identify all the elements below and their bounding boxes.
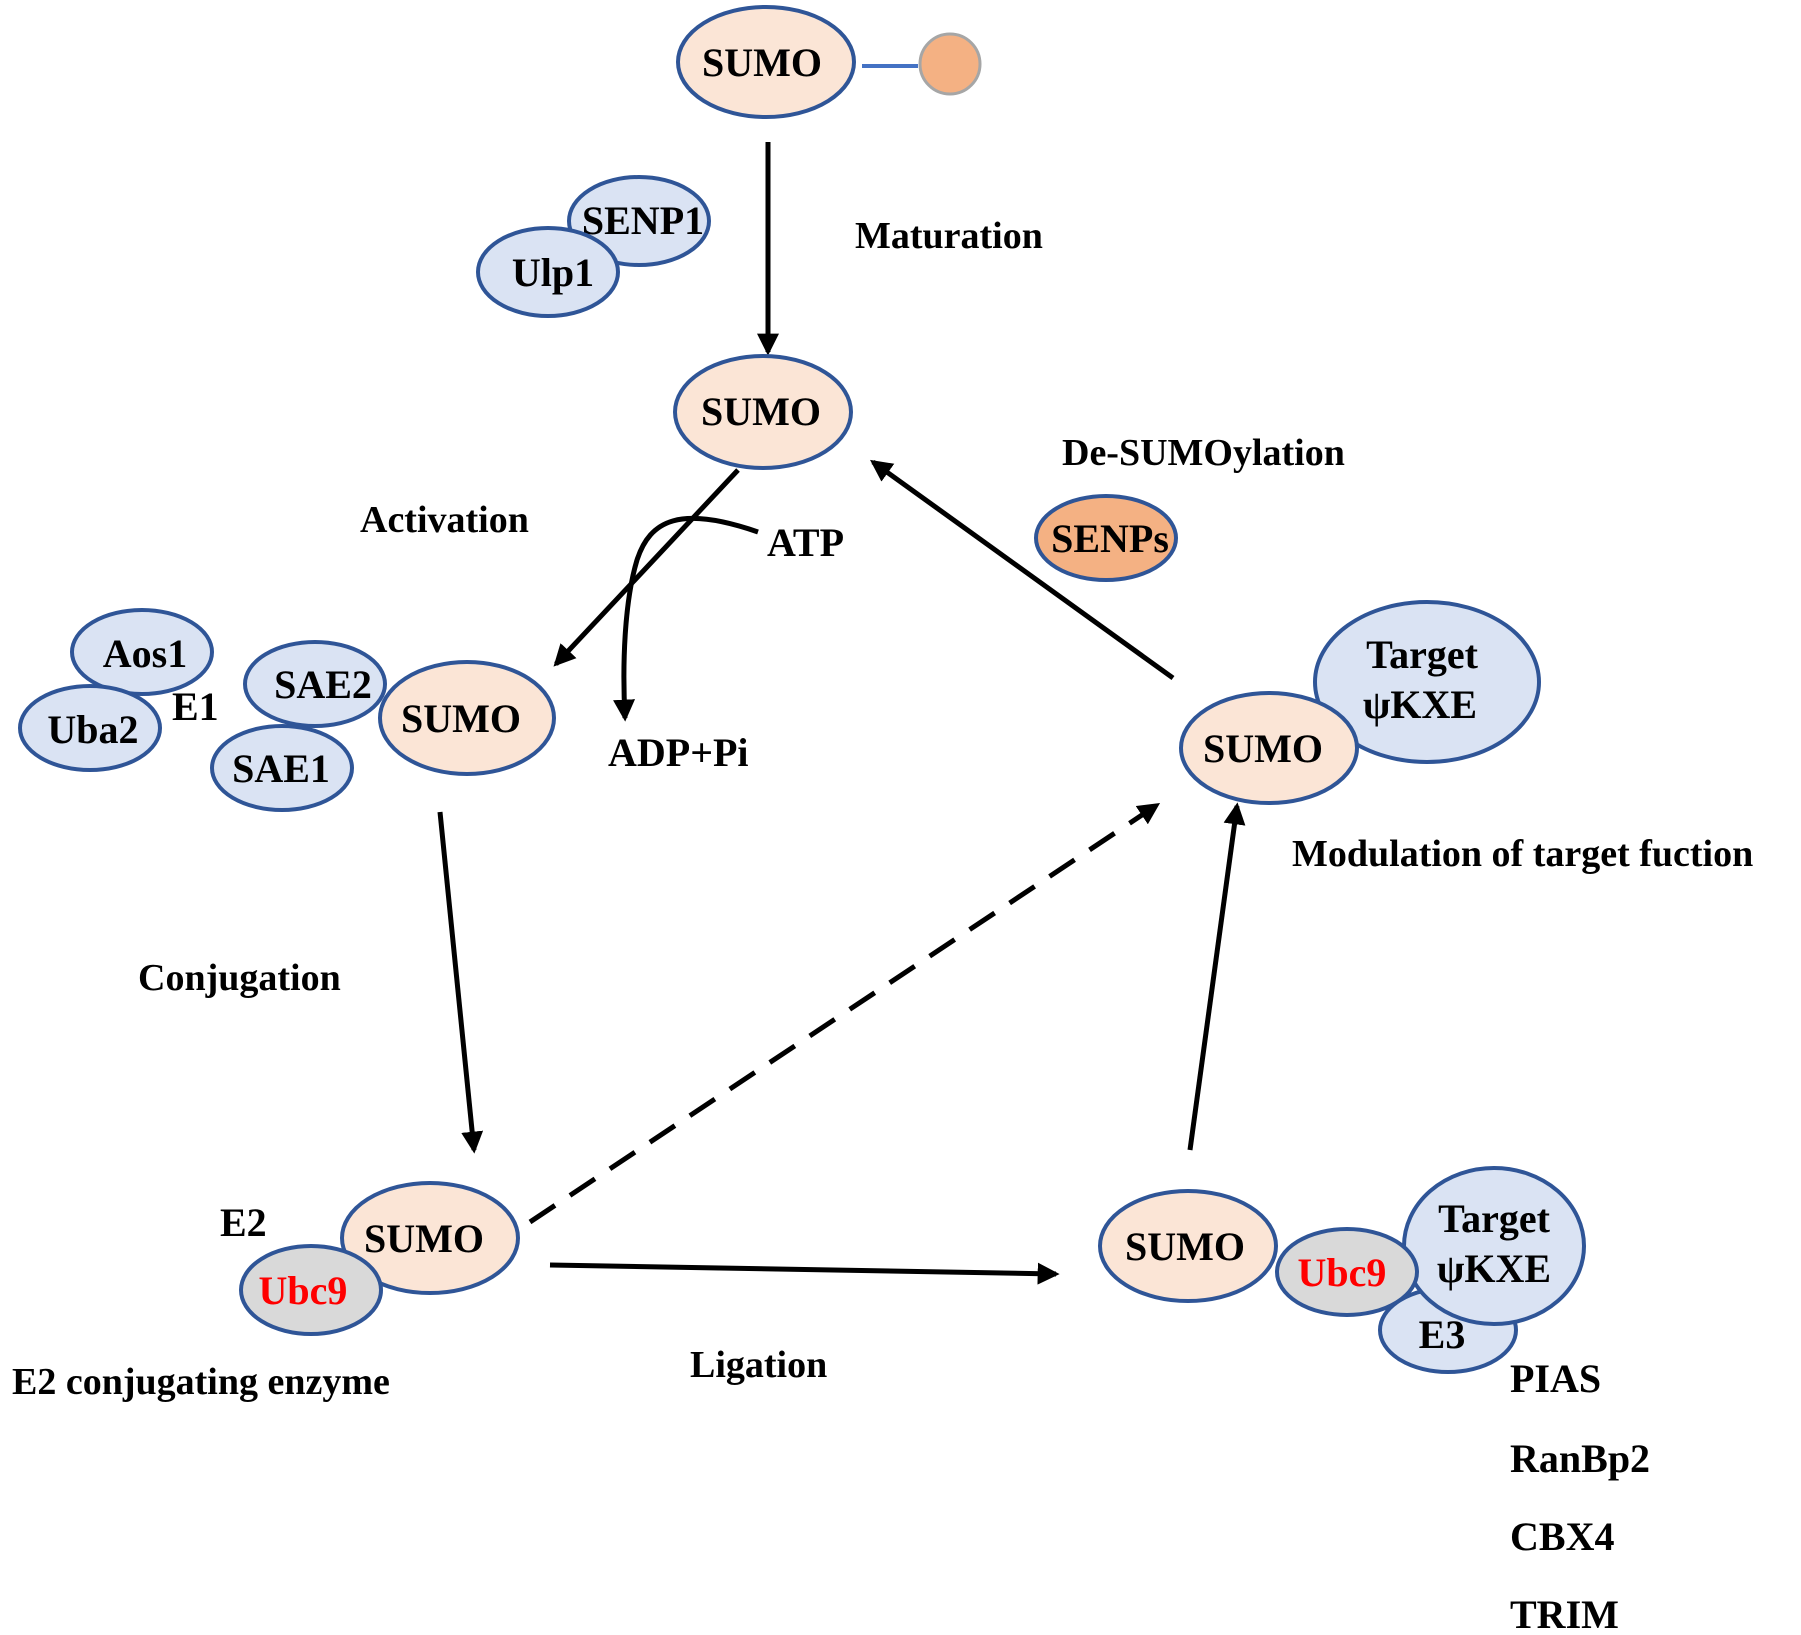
conjugation-label: Conjugation [138, 957, 341, 999]
aos1-ellipse [70, 608, 214, 696]
e2-label: E2 [220, 1200, 267, 1245]
sumo-target-conjugate: Target ψKXE SUMO [1179, 600, 1541, 805]
sumo-target-label: SUMO [1203, 726, 1323, 771]
ubc9-ligation-label: Ubc9 [1298, 1250, 1387, 1295]
target-top-label-2: ψKXE [1363, 682, 1477, 727]
maturation-label: Maturation [855, 215, 1043, 257]
conjugation-arrow [437, 811, 484, 1154]
sumo-precursor-ellipse [676, 5, 856, 119]
sumo-target-ellipse [1179, 691, 1359, 805]
adp-pi-label: ADP+Pi [608, 730, 749, 775]
ubc9-ligation-ellipse [1275, 1227, 1419, 1317]
ligation-label: Ligation [690, 1344, 827, 1386]
e3-ligase-item: TRIM [1510, 1592, 1619, 1635]
sae2-ellipse [243, 640, 387, 728]
sumo-e1-label: SUMO [401, 696, 521, 741]
e1-complex: Aos1 Uba2 E1 SAE2 SAE1 SUMO [18, 608, 556, 812]
direct-transfer-dashed-arrow [528, 802, 1161, 1225]
sae1-label: SAE1 [232, 746, 330, 791]
target-bottom-label-1: Target [1438, 1196, 1551, 1241]
sumo-mature-label: SUMO [701, 389, 821, 434]
sumo-ligation-ellipse [1098, 1189, 1278, 1303]
sumo-precursor-label: SUMO [702, 40, 822, 85]
desumoylation-arrow [870, 459, 1175, 681]
atp-label: ATP [767, 520, 844, 565]
target-top-label-1: Target [1366, 632, 1479, 677]
precursor-tail-residue [918, 32, 982, 96]
ubc9-e2-ellipse [239, 1244, 383, 1336]
sumo-e2-ellipse [340, 1181, 520, 1295]
e2-conjugating-enzyme-label: E2 conjugating enzyme [12, 1361, 390, 1403]
ligation-arrow [549, 1262, 1060, 1285]
e3-ligase-item: CBX4 [1510, 1514, 1614, 1559]
sumo-mature: SUMO [673, 354, 853, 470]
senp1-label: SENP1 [582, 198, 704, 243]
ubc9-e2-label: Ubc9 [259, 1268, 348, 1313]
target-top-ellipse [1313, 600, 1541, 764]
e3-ligase-item: RanBp2 [1510, 1436, 1650, 1481]
senps-ellipse [1034, 494, 1178, 582]
sumo-e2-label: SUMO [364, 1216, 484, 1261]
uba2-ellipse [18, 684, 162, 772]
modulation-label: Modulation of target fuction [1292, 833, 1753, 875]
senps: SENPs [1034, 494, 1178, 582]
de-sumoylation-label: De-SUMOylation [1062, 432, 1345, 474]
aos1-label: Aos1 [103, 631, 187, 676]
e2-ubc9-sumo: E2 SUMO Ubc9 [220, 1181, 520, 1336]
e3-ligase-item: PIAS [1510, 1356, 1601, 1401]
e3-label: E3 [1419, 1312, 1466, 1357]
senp1-ulp1-proteases: SENP1 Ulp1 [476, 175, 711, 318]
sumo-mature-ellipse [673, 354, 853, 470]
atp-consumption-arrow [613, 516, 759, 722]
sumo-precursor: SUMO [676, 5, 982, 119]
activation-label: Activation [360, 499, 529, 541]
sumo-e1-ellipse [378, 660, 556, 776]
senps-label: SENPs [1051, 516, 1169, 561]
ulp1-ellipse [476, 226, 620, 318]
target-modification-arrow [1187, 802, 1246, 1151]
e1-label: E1 [172, 684, 219, 729]
sae2-label: SAE2 [274, 662, 372, 707]
ligation-complex: E3 Target ψKXE SUMO Ubc9 [1098, 1166, 1586, 1374]
e3-ligase-list: PIAS RanBp2 CBX4 TRIM [1510, 1356, 1650, 1635]
ulp1-label: Ulp1 [512, 250, 594, 295]
target-bottom-label-2: ψKXE [1437, 1246, 1551, 1291]
activation-arrow [553, 468, 740, 667]
uba2-label: Uba2 [47, 707, 138, 752]
sumo-ligation-label: SUMO [1125, 1224, 1245, 1269]
sae1-ellipse [210, 724, 354, 812]
